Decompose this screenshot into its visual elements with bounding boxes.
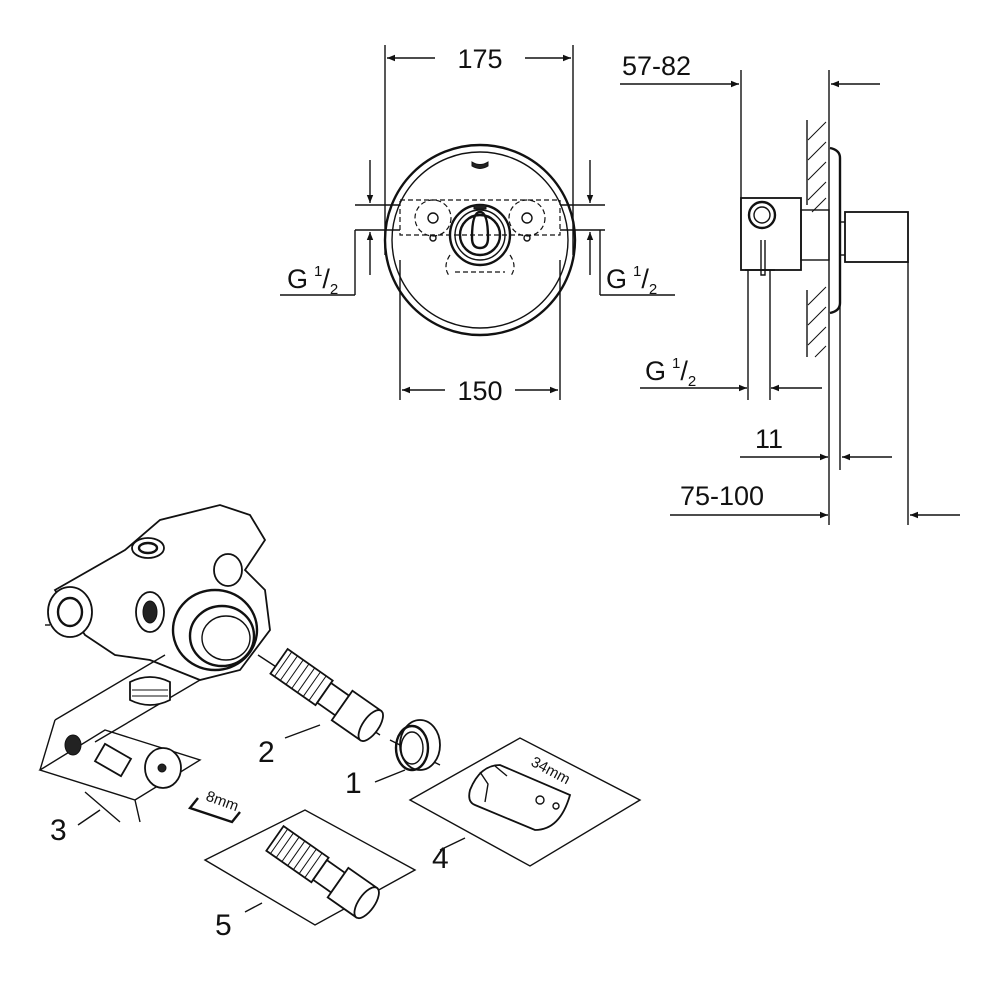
dim-175: 175 xyxy=(457,44,502,74)
callout-5: 5 xyxy=(215,909,232,942)
callout-4: 4 xyxy=(432,842,449,875)
dim-75-100: 75-100 xyxy=(680,481,764,511)
cartridge-5 xyxy=(203,809,417,926)
wall-section xyxy=(806,120,827,358)
handle-side xyxy=(844,211,909,263)
dim-150: 150 xyxy=(457,376,502,406)
handle-grip xyxy=(470,210,490,250)
exploded-view: 2 1 3 8mm 34mm 4 xyxy=(38,504,642,942)
callout-1: 1 xyxy=(345,767,362,800)
logo-mark xyxy=(471,161,489,169)
cover-plate-side xyxy=(829,146,842,315)
valve-body-side xyxy=(740,197,802,271)
hex-key xyxy=(187,797,241,824)
group-3 xyxy=(38,719,202,823)
ring-1 xyxy=(394,719,441,772)
valve-body-hidden xyxy=(399,199,561,236)
cover-plate-inner xyxy=(391,151,569,329)
callout-2: 2 xyxy=(258,736,275,769)
cartridge-2 xyxy=(269,647,384,742)
plug xyxy=(129,676,171,706)
dim-11: 11 xyxy=(755,424,783,454)
hex-key-size: 8mm xyxy=(204,788,241,815)
callout-3: 3 xyxy=(50,814,67,847)
cover-plate-outer xyxy=(383,143,577,337)
valve-body xyxy=(45,504,271,681)
dim-57-82: 57-82 xyxy=(622,51,691,81)
